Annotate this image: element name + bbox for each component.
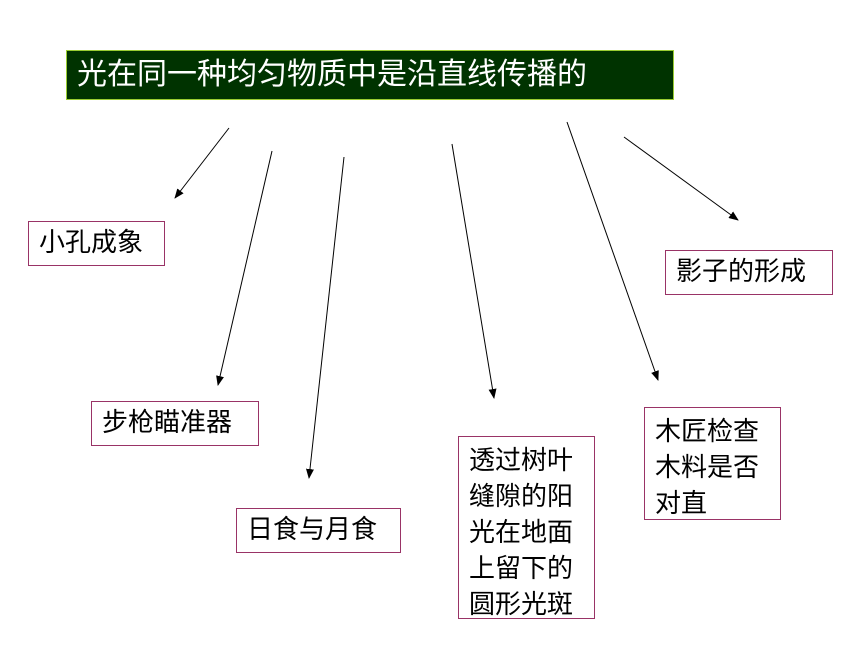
node-pinhole: 小孔成象 (28, 221, 165, 266)
node-eclipse: 日食与月食 (236, 508, 401, 553)
arrow-to-shadow (623, 136, 739, 221)
title-text: 光在同一种均匀物质中是沿直线传播的 (77, 57, 587, 92)
arrow-to-carpenter (566, 121, 659, 381)
node-shadow: 影子的形成 (665, 250, 833, 295)
node-shadow-label: 影子的形成 (676, 257, 807, 287)
node-carpenter: 木匠检查 木料是否 对直 (644, 407, 781, 520)
arrow-to-pinhole (174, 127, 230, 199)
node-leaf-spots-line: 圆形光斑 (469, 590, 574, 620)
node-leaf-spots: 透过树叶 缝隙的阳 光在地面 上留下的 圆形光斑 (458, 436, 595, 620)
node-carpenter-line: 木料是否 (655, 453, 760, 483)
node-leaf-spots-line: 缝隙的阳 (469, 482, 574, 512)
node-carpenter-line: 木匠检查 (655, 417, 760, 447)
node-gunsight-label: 步枪瞄准器 (102, 408, 233, 438)
arrow-to-gunsight (216, 150, 273, 386)
node-eclipse-label: 日食与月食 (247, 515, 378, 545)
title-box: 光在同一种均匀物质中是沿直线传播的 (66, 50, 674, 100)
node-pinhole-label: 小孔成象 (39, 228, 144, 258)
arrow-to-leaf-spots (451, 143, 497, 399)
node-carpenter-line: 对直 (655, 489, 708, 519)
node-leaf-spots-line: 上留下的 (469, 554, 574, 584)
node-leaf-spots-line: 光在地面 (469, 518, 574, 548)
arrow-to-eclipse (305, 156, 345, 479)
node-leaf-spots-line: 透过树叶 (469, 446, 574, 476)
node-gunsight: 步枪瞄准器 (91, 401, 259, 446)
